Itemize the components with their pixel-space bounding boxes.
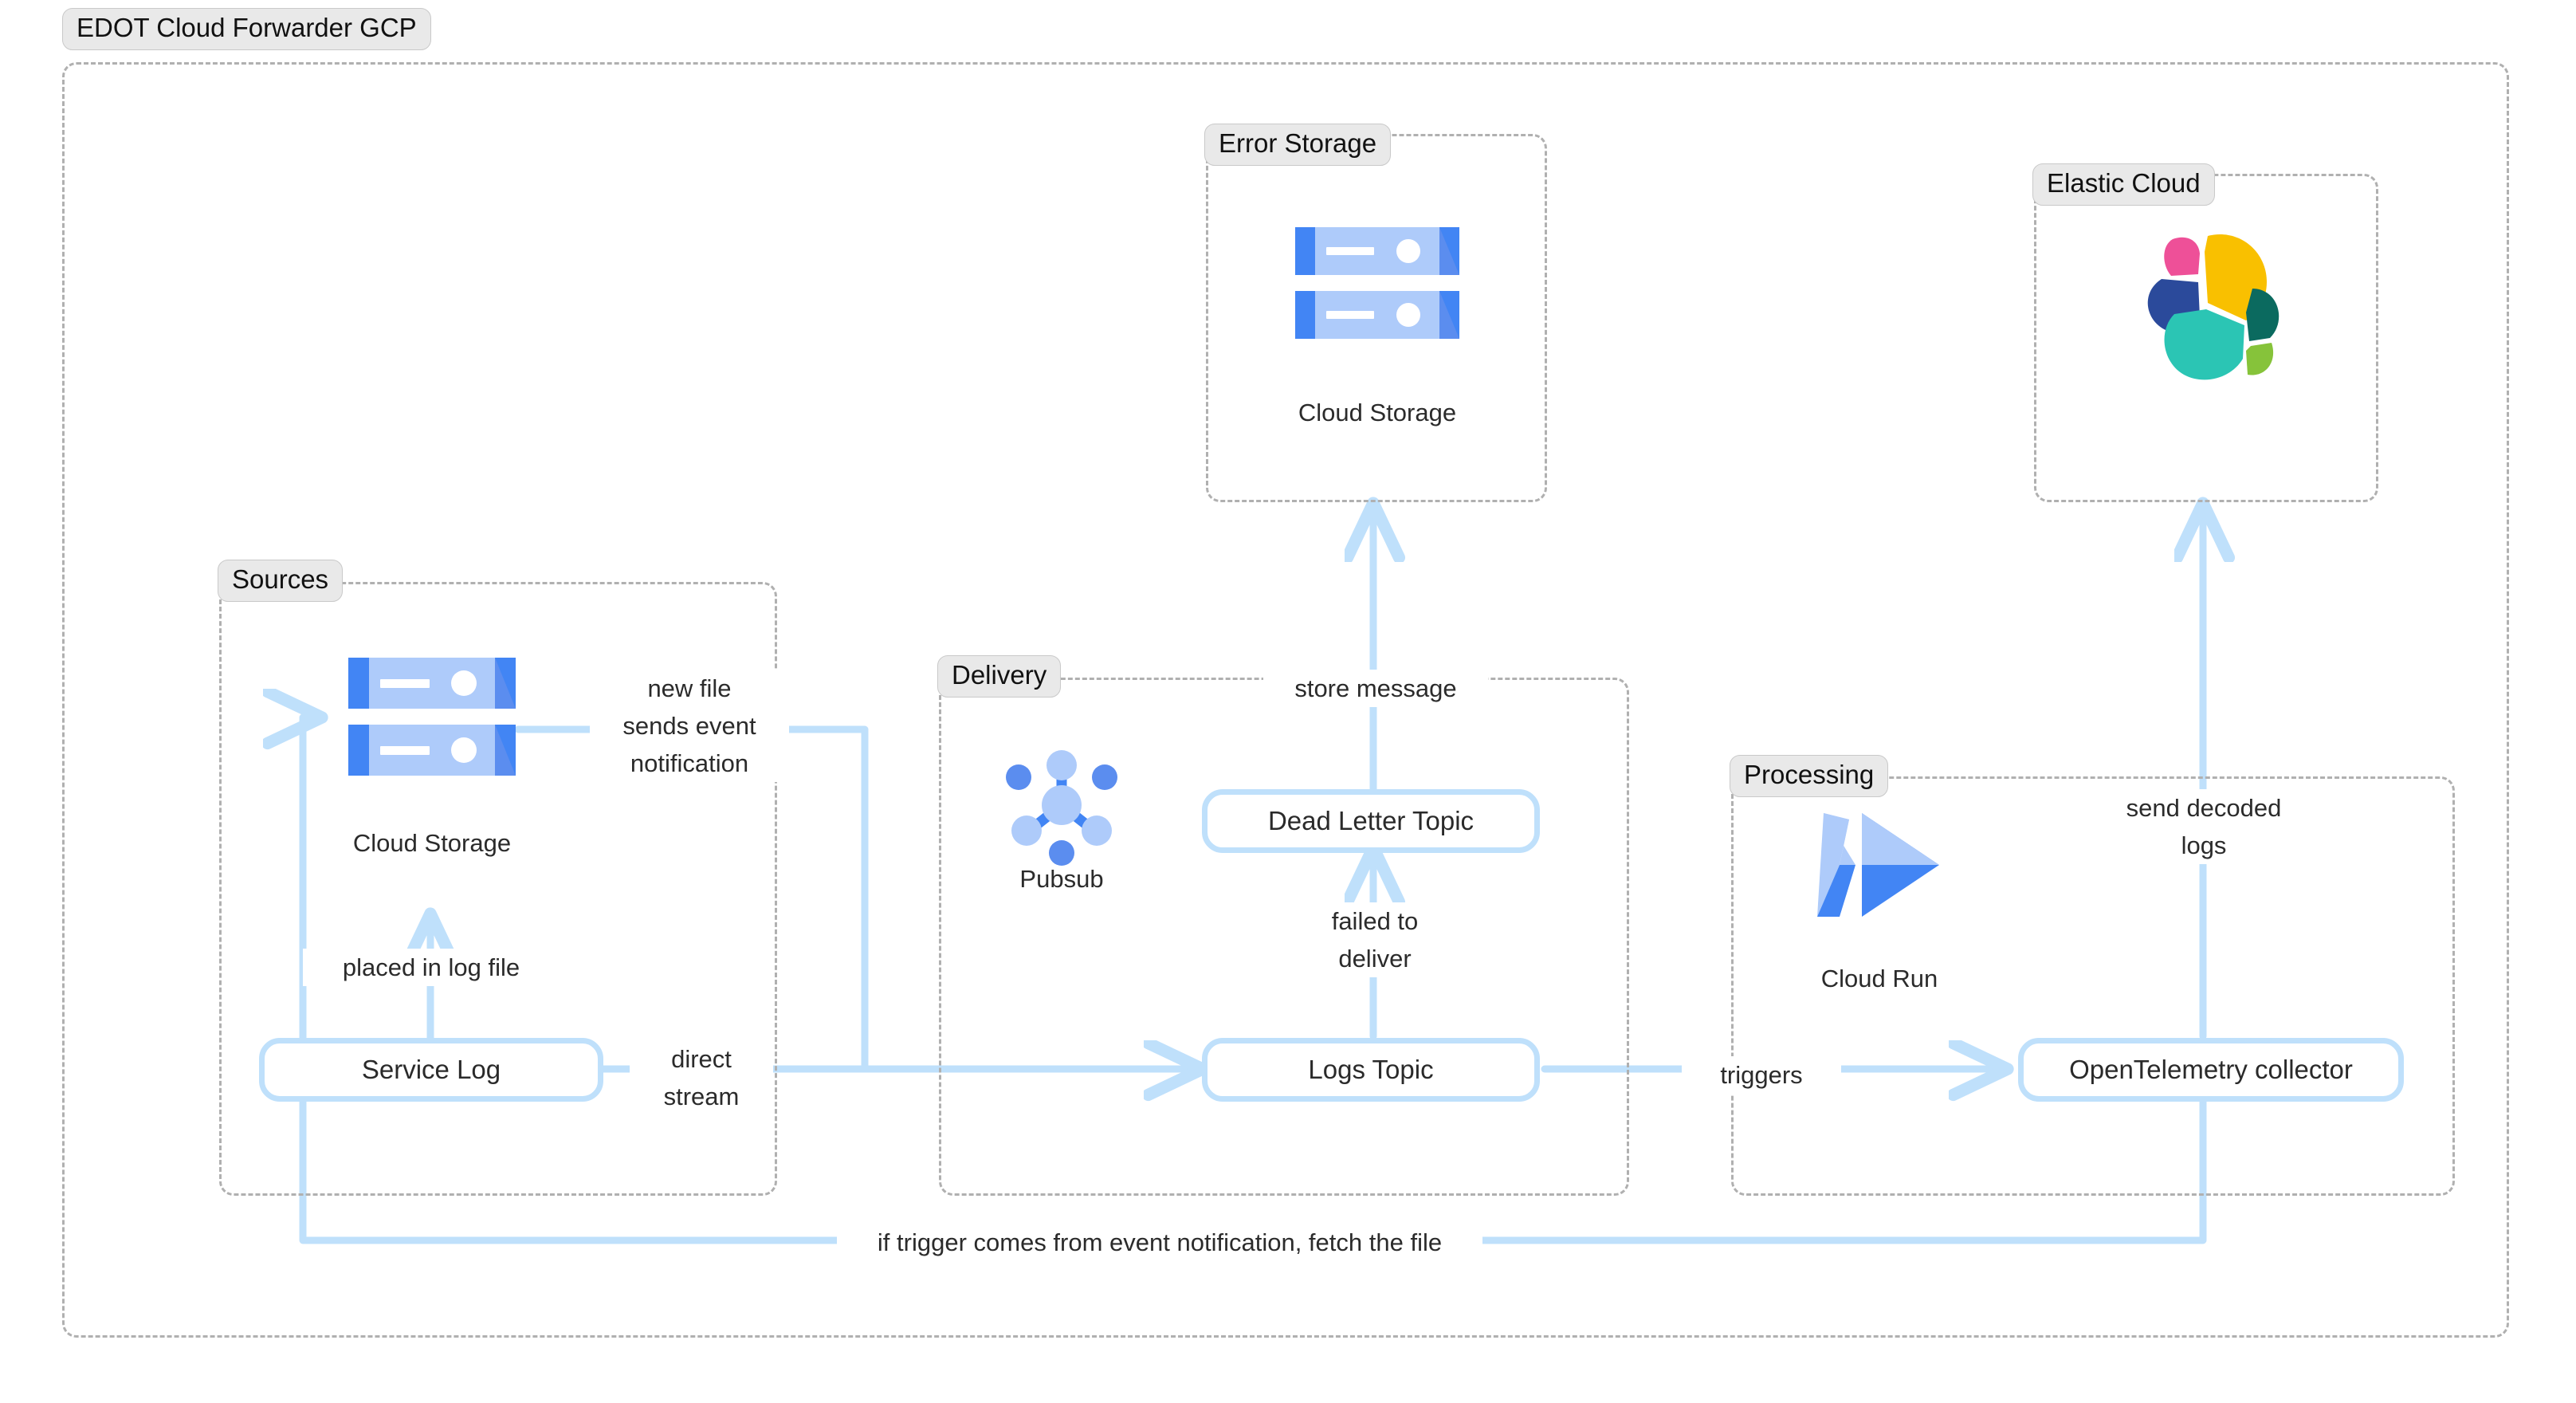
group-elastic-cloud-label: Elastic Cloud (2032, 163, 2215, 206)
group-root (62, 62, 2509, 1338)
elastic-logo-icon (2125, 230, 2284, 389)
group-root-label: EDOT Cloud Forwarder GCP (62, 8, 431, 50)
cloud-storage-error-caption: Cloud Storage (1298, 399, 1457, 426)
cloud-storage-sources-caption: Cloud Storage (352, 829, 512, 857)
group-sources (219, 582, 777, 1196)
google-cloud-run-icon (1816, 805, 1943, 925)
pubsub-caption: Pubsub (1019, 865, 1104, 893)
group-processing (1731, 776, 2455, 1196)
group-sources-label: Sources (218, 560, 344, 602)
cloud-run-caption: Cloud Run (1820, 965, 1938, 992)
google-pubsub-icon (998, 741, 1125, 869)
node-logs-topic[interactable]: Logs Topic (1202, 1038, 1540, 1102)
node-opentelemetry-collector[interactable]: OpenTelemetry collector (2018, 1038, 2404, 1102)
group-processing-label: Processing (1730, 755, 1889, 797)
group-delivery-label: Delivery (937, 655, 1062, 698)
google-cloud-storage-icon (1295, 227, 1459, 339)
node-dead-letter-topic[interactable]: Dead Letter Topic (1202, 789, 1540, 853)
google-cloud-storage-icon (348, 658, 516, 776)
node-service-log[interactable]: Service Log (259, 1038, 603, 1102)
group-error-storage-label: Error Storage (1204, 124, 1392, 166)
